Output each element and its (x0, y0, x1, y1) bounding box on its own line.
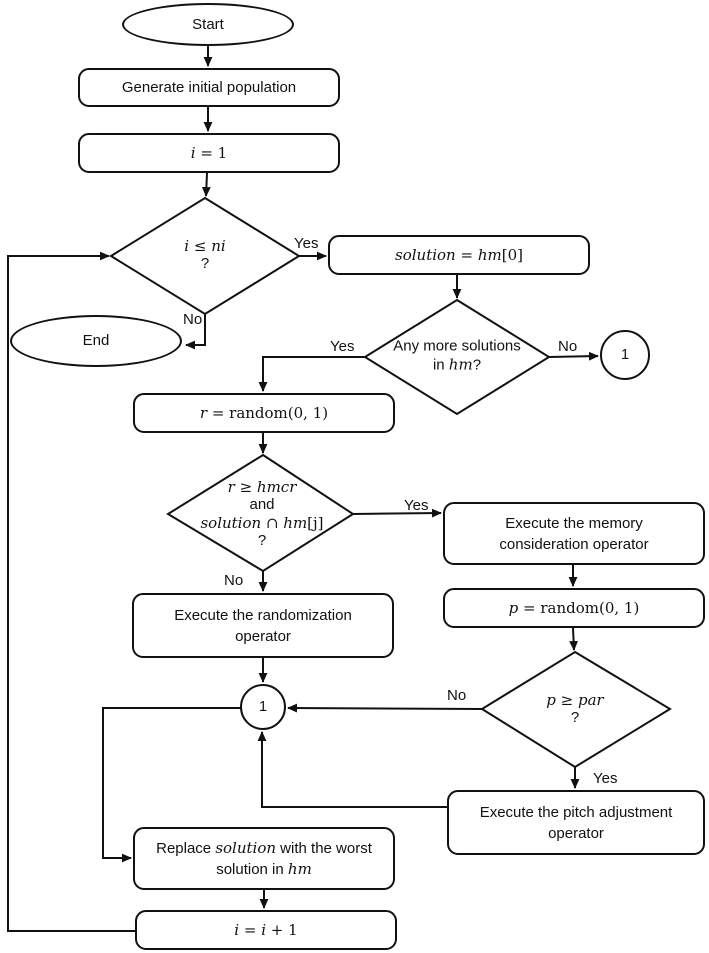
start-node: Start (122, 3, 294, 46)
replace-solution-line1: Replace solution with the worst (156, 838, 372, 857)
set-i-node: i = 1 (78, 133, 340, 173)
pitch-operator-line1: Execute the pitch adjustment (479, 803, 673, 821)
more-solutions-text: Any more solutions in hm? (393, 338, 521, 375)
pitch-check-yes-label: Yes (593, 770, 618, 787)
memory-check-no-label: No (224, 572, 244, 589)
edge-pitch-op-to-connector-left (257, 731, 447, 808)
p-random-node: p = random(0, 1) (443, 588, 705, 628)
memory-operator-node: Execute the memory consideration operato… (443, 502, 705, 565)
edge-p-random-to-pitch-check (569, 627, 578, 651)
check-iterations-text: i ≤ ni ? (184, 237, 225, 273)
randomization-operator-line1: Execute the randomization (174, 606, 352, 624)
pitch-operator-node: Execute the pitch adjustment operator (447, 790, 705, 855)
iterations-yes-label: Yes (294, 235, 319, 252)
memory-operator-line1: Execute the memory (505, 514, 643, 532)
r-random-label: r = random(0, 1) (199, 404, 329, 422)
connector-1-left: 1 (240, 684, 286, 730)
edge-memory-check-yes-to-memory-op (352, 508, 442, 518)
more-solutions-no-label: No (558, 338, 578, 355)
r-random-node: r = random(0, 1) (133, 393, 395, 433)
generate-population-label: Generate initial population (121, 78, 297, 96)
more-solutions-line1: Any more solutions (393, 337, 521, 355)
check-iterations-line1: i ≤ ni (184, 237, 226, 255)
replace-solution-line2: solution in hm (216, 859, 312, 878)
pitch-check-line1: p ≥ par (546, 691, 604, 709)
set-i-label: i = 1 (190, 144, 228, 162)
connector-1-right: 1 (600, 330, 650, 380)
check-iterations-line2: ? (200, 255, 210, 272)
replace-solution-node: Replace solution with the worst solution… (133, 827, 395, 890)
pitch-operator-line2: operator (548, 824, 604, 842)
pitch-check-text: p ≥ par ? (546, 691, 603, 727)
increment-i-label: i = i + 1 (234, 921, 298, 939)
start-label: Start (192, 15, 224, 33)
memory-check-yes-label: Yes (404, 497, 429, 514)
more-solutions-diamond (363, 298, 551, 416)
more-solutions-yes-label: Yes (330, 338, 355, 355)
pitch-check-line2: ? (570, 709, 580, 726)
edge-check-no-to-end (185, 314, 206, 350)
memory-operator-line2: consideration operator (499, 535, 649, 553)
edge-connector-left-to-replace (102, 707, 241, 863)
iterations-no-label: No (183, 311, 203, 328)
edge-more-yes-to-r-random (258, 356, 365, 392)
memory-check-line1: r ≥ hmcr (227, 478, 297, 496)
end-label: End (82, 332, 110, 349)
memory-check-line4: ? (257, 532, 267, 549)
p-random-label: p = random(0, 1) (508, 599, 640, 617)
edge-set-i-to-check (201, 172, 211, 197)
select-solution-node: solution = hm[0] (328, 235, 590, 275)
pitch-check-no-label: No (447, 687, 467, 704)
connector-1-right-label: 1 (620, 347, 630, 363)
edge-increment-loop-to-check (7, 251, 135, 932)
connector-1-left-label: 1 (258, 699, 268, 715)
end-node: End (10, 315, 182, 367)
memory-check-line2: and (249, 496, 275, 513)
select-solution-label: solution = hm[0] (395, 246, 523, 264)
randomization-operator-node: Execute the randomization operator (132, 593, 394, 658)
more-solutions-line2: in hm? (432, 355, 482, 374)
memory-check-line3: solution ∩ hm[j] (200, 514, 324, 532)
memory-check-text: r ≥ hmcr and solution ∩ hm[j] ? (200, 478, 323, 550)
edge-pitch-check-no-to-connector-left (287, 703, 483, 713)
generate-population-node: Generate initial population (78, 68, 340, 107)
randomization-operator-line2: operator (235, 627, 291, 645)
increment-i-node: i = i + 1 (135, 910, 397, 950)
edge-more-no-to-connector-right (548, 351, 599, 361)
